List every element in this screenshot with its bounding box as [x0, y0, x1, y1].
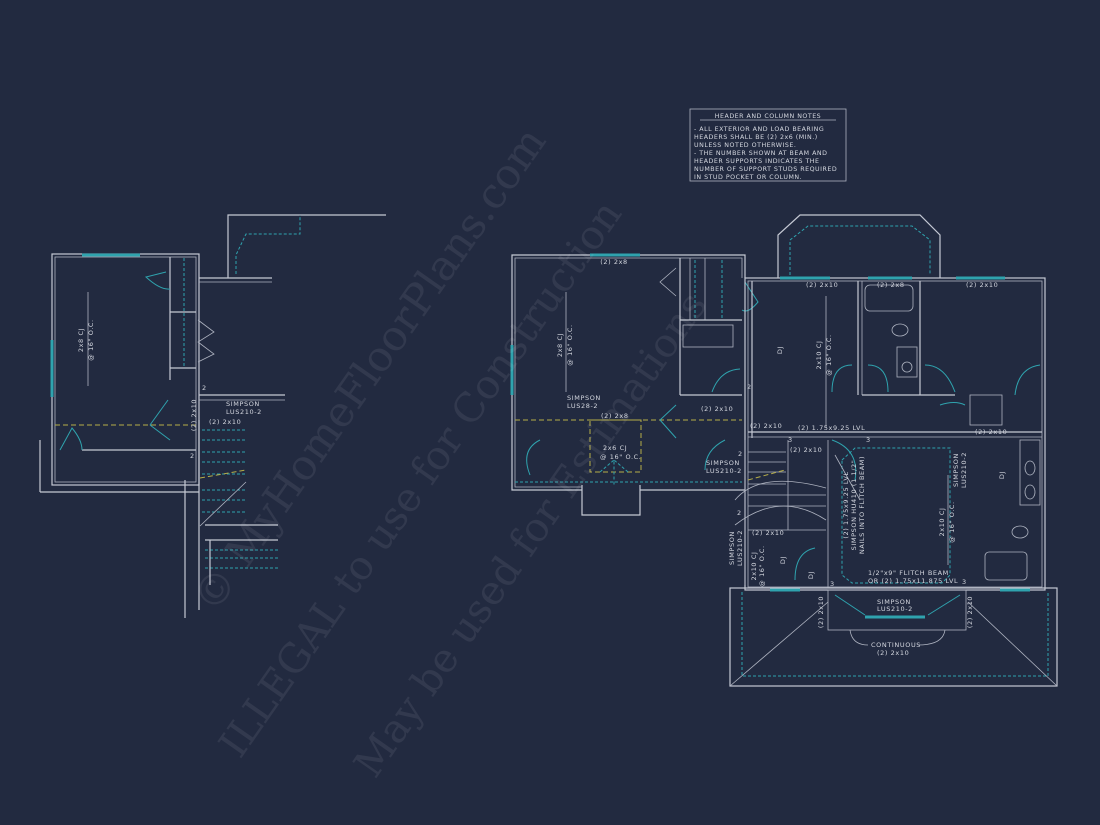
header-label: (2) 2x10 [966, 281, 998, 289]
header-label: (2) 2x10 [750, 422, 782, 430]
hanger-label: SIMPSON [706, 459, 740, 467]
stud-count: 3 [830, 580, 835, 588]
stud-count: 3 [962, 578, 967, 586]
joist-label: 2x10 CJ [938, 508, 946, 537]
hanger-label: LUS210-2 [877, 605, 913, 613]
header-label: (2) 2x10 [966, 596, 974, 628]
header-label: (2) 2x10 [806, 281, 838, 289]
right-floor-plan: (2) 2x8 2x8 CJ @ 16" O.C. SIMPSON LUS28-… [510, 214, 1058, 687]
beam-label: 1/2"x9" FLITCH BEAM [868, 569, 949, 577]
joist-label: 2x8 CJ [77, 328, 85, 352]
beam-label: (2) 2x10 [877, 649, 909, 657]
joist-label: DJ [807, 571, 815, 579]
note-line: - THE NUMBER SHOWN AT BEAM AND [694, 150, 827, 157]
hanger-label: LUS28-2 [567, 402, 598, 410]
header-label: (2) 2x10 [701, 405, 733, 413]
beam-label: (2) 1.75x9.25 LVL [798, 424, 865, 432]
header-label: (2) 2x8 [877, 281, 905, 289]
joist-spacing-label: @ 16" O.C. [825, 334, 833, 375]
header-column-notes: HEADER AND COLUMN NOTES - ALL EXTERIOR A… [689, 108, 847, 182]
joist-label: 2x8 CJ [556, 333, 564, 357]
notes-title: HEADER AND COLUMN NOTES [715, 113, 821, 120]
joist-label: DJ [776, 346, 784, 354]
hanger-label: SIMPSON [877, 598, 911, 606]
joist-label: 2x10 CJ [815, 341, 823, 370]
left-floor-plan: 2x8 CJ @ 16" O.C. SIMPSON LUS210-2 (2) 2… [39, 214, 386, 618]
hanger-label: SIMPSON HU410 (1 1/2" [850, 460, 858, 551]
header-label: (2) 2x10 [752, 529, 784, 537]
hanger-label: SIMPSON [728, 531, 736, 565]
header-label: (2) 2x10 [190, 399, 198, 431]
header-label: (2) 2x10 [790, 446, 822, 454]
stud-count: 2 [738, 450, 743, 458]
joist-spacing-label: @ 16" O.C. [600, 453, 641, 461]
header-label: (2) 2x10 [209, 418, 241, 426]
note-line: IN STUD POCKET OR COLUMN. [694, 174, 802, 181]
joist-label: 2x6 CJ [603, 444, 627, 452]
hanger-label: LUS210-2 [706, 467, 742, 475]
header-label: (2) 2x8 [600, 258, 628, 266]
note-line: HEADERS SHALL BE (2) 2x6 (MIN.) [694, 134, 818, 141]
hanger-label: SIMPSON [952, 453, 960, 487]
beam-label: (2) 2x8 [601, 412, 629, 420]
joist-spacing-label: @ 16" O.C. [566, 324, 574, 365]
note-line: HEADER SUPPORTS INDICATES THE [694, 158, 820, 165]
hanger-label: SIMPSON [567, 394, 601, 402]
beam-label: CONTINUOUS [871, 641, 921, 649]
note-line: - ALL EXTERIOR AND LOAD BEARING [694, 126, 824, 133]
stud-count: 2 [747, 383, 752, 391]
joist-label: 2x10 CJ [750, 552, 758, 581]
note-line: NUMBER OF SUPPORT STUDS REQUIRED [694, 166, 837, 173]
hanger-label: NAILS INTO FLITCH BEAM) [858, 456, 866, 554]
hanger-label: LUS210-2 [960, 452, 968, 488]
hanger-label: SIMPSON [226, 400, 260, 408]
stud-count: 2 [190, 452, 195, 460]
hanger-label: LUS210-2 [736, 530, 744, 566]
stud-count: 2 [202, 384, 207, 392]
header-label: (2) 2x10 [975, 428, 1007, 436]
stud-count: 3 [866, 436, 871, 444]
beam-label: (2) 1.75x9.25 LVL [842, 471, 850, 538]
note-line: UNLESS NOTED OTHERWISE. [694, 142, 796, 149]
watermark: © MyHomeFloorPlans.com ILLEGAL to use fo… [183, 118, 716, 786]
header-label: (2) 2x10 [817, 596, 825, 628]
joist-spacing-label: @ 16" O.C. [87, 319, 95, 360]
hanger-label: LUS210-2 [226, 408, 262, 416]
joist-spacing-label: @ 16" O.C. [948, 501, 956, 542]
stud-count: 2 [737, 509, 742, 517]
joist-label: DJ [998, 471, 1006, 479]
beam-label: OR (2) 1.75x11.875 LVL [868, 577, 958, 585]
stud-count: 3 [788, 436, 793, 444]
joist-spacing-label: @ 16" O.C. [758, 545, 766, 586]
joist-label: DJ [779, 556, 787, 564]
